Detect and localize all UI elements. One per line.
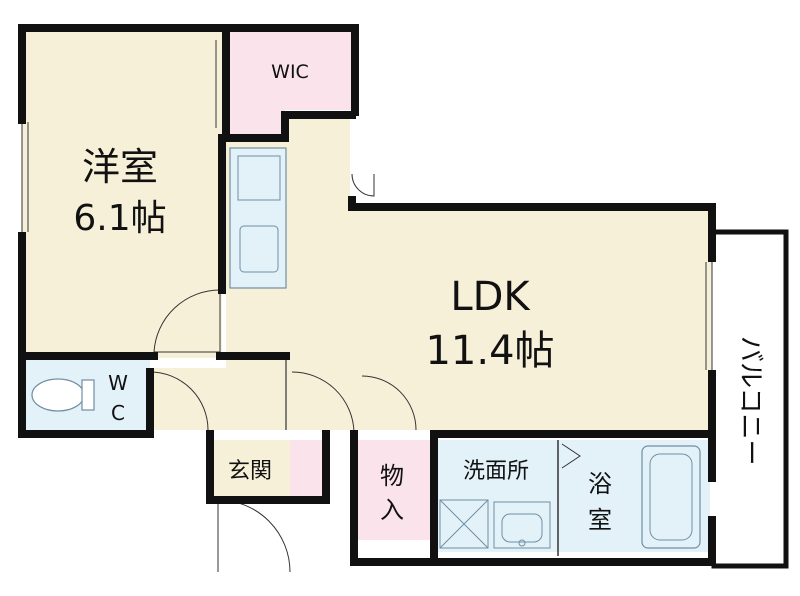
windows (21, 40, 713, 370)
vanity-drain (518, 539, 526, 547)
kitchen-counter (229, 147, 287, 289)
washroom-floor (436, 440, 558, 552)
storage-label-top: 物 (380, 462, 404, 490)
storage-floor (358, 440, 430, 540)
wc-label-top: W (108, 371, 128, 395)
walls (18, 24, 789, 569)
ldk-size: 11.4帖 (425, 328, 554, 374)
washing-machine-cross-b (439, 499, 489, 549)
toilet-bowl (31, 378, 85, 412)
kitchen-stove (237, 155, 281, 201)
wall-wic-outer (222, 24, 359, 116)
washing-machine-space (439, 499, 489, 549)
western-room-size: 6.1帖 (73, 198, 166, 239)
kitchen-sink (239, 225, 279, 273)
balcony-floor (714, 232, 784, 562)
bath-label-bottom: 室 (588, 506, 612, 534)
washroom-label: 洗面所 (463, 459, 529, 484)
entrance-shoe-closet (290, 440, 324, 498)
vanity-unit (493, 501, 551, 549)
wic-label: WIC (271, 61, 309, 83)
bathtub (641, 445, 701, 549)
door-storage (361, 375, 417, 431)
wall-storage (350, 430, 438, 566)
balcony-label: バルコニー (735, 336, 765, 465)
bathtub-inner (649, 453, 693, 541)
wall-entrance (206, 430, 330, 504)
vanity-basin (501, 513, 543, 543)
wic-floor (226, 28, 355, 140)
wall-wic-inner (222, 24, 356, 142)
door-bath (561, 443, 581, 469)
bath-label-top: 浴 (588, 470, 612, 498)
door-entrance (217, 499, 291, 573)
wall-balcony (711, 229, 789, 569)
entrance-label: 玄関 (228, 459, 272, 484)
toilet-tank (81, 379, 95, 411)
storage-label-bottom: 入 (380, 496, 404, 524)
door-hall (291, 371, 355, 433)
ldk-name: LDK (450, 274, 531, 320)
ldk-floor (226, 115, 712, 430)
wall-wc (18, 352, 154, 438)
entrance-floor (214, 440, 290, 498)
wc-label-bottom: C (111, 401, 125, 425)
hall-floor (150, 368, 420, 430)
door-wc (149, 371, 209, 431)
wall-wet-area (430, 430, 716, 566)
western-room-name: 洋室 (82, 145, 158, 189)
western-room-floor (22, 28, 222, 358)
door-wic (351, 173, 375, 197)
